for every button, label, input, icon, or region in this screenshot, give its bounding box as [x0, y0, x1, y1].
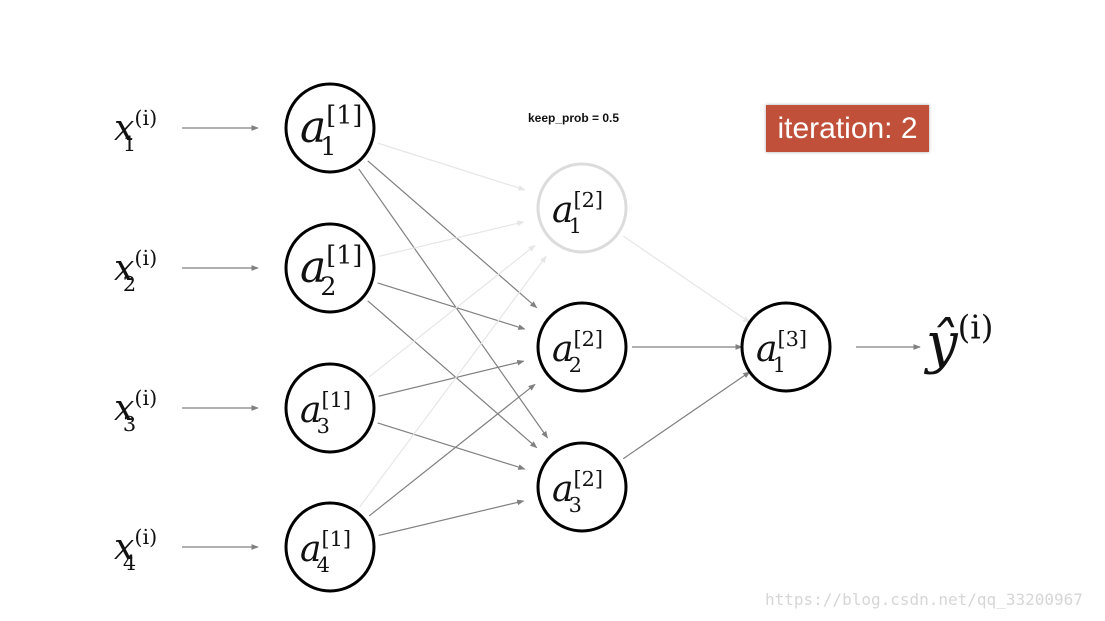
node-l1-4 — [284, 501, 376, 593]
edge-l2-3-l3-1 — [622, 371, 751, 460]
edge-l1-3-l2-2 — [378, 359, 525, 397]
node-label-l1-1: a[1]1 — [300, 101, 362, 163]
node-l3-1 — [740, 301, 832, 393]
node-label-l1-4: a[1]4 — [300, 527, 351, 577]
output-label: ŷ(i) — [923, 308, 993, 376]
edge-l1-1-l2-3 — [358, 168, 549, 439]
node-label-l1-2: a[1]2 — [300, 241, 362, 303]
edge-l1-2-l2-3 — [367, 300, 538, 449]
node-l1-3 — [284, 362, 376, 454]
node-label-l2-3: a[2]3 — [552, 467, 603, 517]
edge-l1-4-l2-1 — [359, 255, 547, 508]
node-label-l2-2: a[2]2 — [552, 327, 603, 377]
edge-l1-2-l2-2 — [377, 282, 526, 330]
node-l2-1 — [536, 162, 628, 254]
node-l2-2 — [536, 301, 628, 393]
node-l1-2 — [284, 222, 376, 314]
edge-l1-4-l2-3 — [378, 499, 525, 537]
edges-group — [182, 125, 921, 550]
nodes-group — [284, 82, 832, 593]
input-label-4: x(i)4 — [114, 525, 157, 575]
edge-l1-3-l2-3 — [377, 422, 526, 470]
edge-l1-1-l2-2 — [367, 160, 538, 309]
iteration-badge: iteration: 2 — [766, 105, 929, 152]
edge-l1-3-l2-1 — [368, 244, 536, 378]
keep-prob-label: keep_prob = 0.5 — [528, 111, 620, 125]
labels-group: a[1]1 a[1]2 a[1]3 a[1]4 a[2]1 a[2]2 a[2]3 a[3]1… — [114, 101, 993, 577]
input-label-2: x(i)2 — [114, 246, 157, 296]
input-label-1: x(i)1 — [114, 106, 157, 156]
node-label-l1-3: a[1]3 — [300, 388, 351, 438]
node-l1-1 — [284, 82, 376, 174]
edge-l1-4-l2-2 — [368, 383, 536, 517]
edge-l2-1-l3-1 — [622, 235, 751, 323]
node-l2-3 — [536, 441, 628, 533]
edge-l1-1-l2-1 — [377, 142, 526, 191]
node-label-l3-1: a[3]1 — [756, 327, 807, 377]
input-label-3: x(i)3 — [114, 386, 157, 436]
node-label-l2-1: a[2]1 — [552, 188, 603, 238]
edge-l1-2-l2-1 — [378, 220, 525, 258]
watermark: https://blog.csdn.net/qq_33200967 — [765, 590, 1083, 609]
